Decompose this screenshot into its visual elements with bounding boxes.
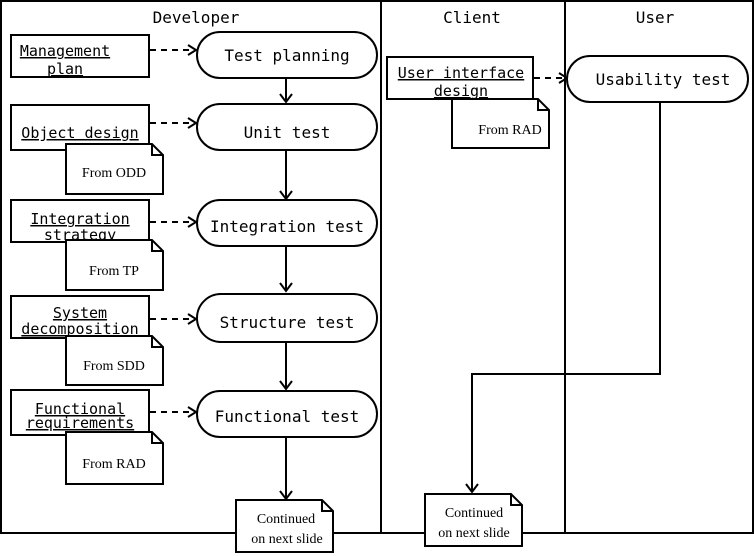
object-functional-requirements — [10, 389, 150, 436]
note-fold — [151, 432, 163, 444]
note-continued-developer — [235, 499, 334, 553]
activity-integration-test-label: Integration test — [210, 217, 364, 236]
note-continued-client — [424, 493, 523, 547]
activity-unit-test — [196, 103, 378, 151]
note-from-sdd — [65, 335, 164, 386]
object-functional-requirements-label-2: requirements — [26, 414, 134, 432]
note-from-rad-developer — [65, 431, 164, 485]
arrowhead — [187, 313, 198, 325]
arrowhead — [279, 282, 293, 293]
note-continued-client-label-2: on next slide — [438, 526, 510, 541]
object-system-decomposition-label-2: decomposition — [21, 320, 138, 338]
note-fold — [321, 500, 333, 512]
lane-title-client: Client — [443, 8, 501, 27]
swimlane-frame — [0, 0, 754, 534]
note-from-odd — [65, 143, 164, 195]
activity-test-planning — [196, 31, 378, 79]
note-from-tp — [65, 239, 164, 291]
note-from-sdd-label: From SDD — [83, 359, 145, 374]
activity-structure-test-label: Structure test — [220, 313, 355, 332]
arrowhead — [187, 406, 198, 418]
note-from-rad-client-label: From RAD — [478, 123, 541, 138]
object-system-decomposition-label-1: System — [53, 304, 107, 322]
activity-usability-test — [566, 55, 749, 103]
note-fold — [537, 99, 549, 111]
note-fold — [151, 144, 163, 156]
lane-title-user: User — [636, 8, 675, 27]
activity-functional-test — [196, 390, 378, 438]
object-management-plan-label-2: plan — [47, 60, 83, 78]
activity-structure-test — [196, 293, 378, 343]
note-from-rad-developer-label: From RAD — [82, 457, 145, 472]
object-management-plan-label-1: Management — [20, 42, 110, 60]
activity-unit-test-label: Unit test — [244, 123, 331, 142]
note-continued-developer-label-1: Continued — [257, 512, 315, 527]
note-continued-client-label-1: Continued — [445, 506, 503, 521]
note-from-rad-client — [451, 98, 550, 149]
note-continued-developer-label-2: on next slide — [251, 532, 323, 547]
arrowhead — [279, 93, 293, 104]
object-user-interface-design-label-2: design — [434, 82, 488, 100]
object-object-design — [10, 104, 150, 151]
arrowhead — [279, 380, 293, 391]
object-management-plan — [10, 34, 150, 78]
note-from-tp-label: From TP — [89, 264, 139, 279]
object-user-interface-design-label-1: User interface — [398, 64, 524, 82]
object-functional-requirements-label-1: Functional — [35, 400, 125, 418]
activity-functional-test-label: Functional test — [215, 407, 360, 426]
object-user-interface-design — [386, 56, 534, 100]
arrowhead — [187, 117, 198, 129]
activity-usability-test-label: Usability test — [596, 70, 731, 89]
note-fold — [151, 240, 163, 252]
arrowhead — [465, 483, 479, 494]
arrowhead — [187, 44, 198, 56]
object-integration-strategy-label-1: Integration — [30, 210, 129, 228]
lane-title-developer: Developer — [153, 8, 240, 27]
arrowhead — [187, 216, 198, 228]
activity-integration-test — [196, 199, 378, 247]
note-fold — [151, 336, 163, 348]
object-object-design-label: Object design — [21, 124, 138, 142]
activity-test-planning-label: Test planning — [224, 46, 349, 65]
note-from-odd-label: From ODD — [82, 166, 146, 181]
flow-usability-to-continued — [471, 102, 661, 491]
object-integration-strategy-label-2: strategy — [44, 226, 116, 244]
note-fold — [510, 494, 522, 506]
